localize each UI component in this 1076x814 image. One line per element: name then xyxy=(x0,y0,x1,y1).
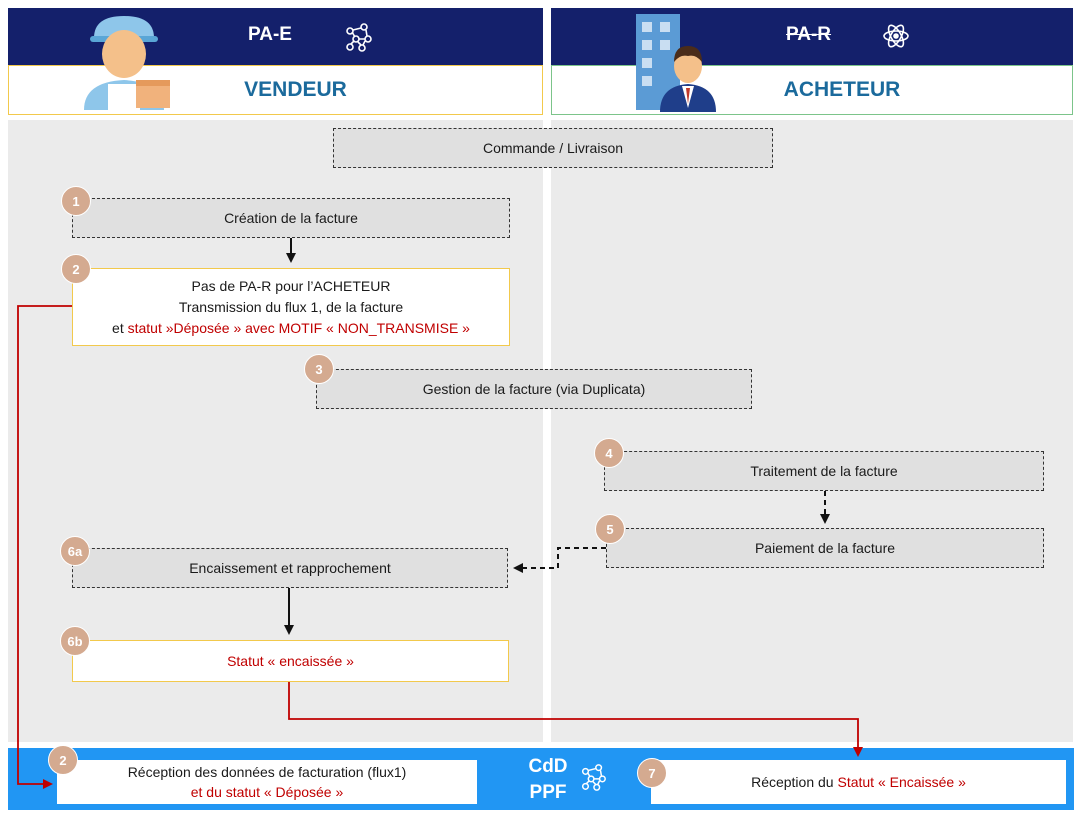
seller-avatar xyxy=(84,16,170,110)
step3-label: Gestion de la facture (via Duplicata) xyxy=(422,380,646,397)
seller-role-label: VENDEUR xyxy=(244,78,347,101)
step6a-box: Encaissement et rapprochement xyxy=(72,548,508,588)
buyer-avatar xyxy=(636,14,716,112)
step1-label: Création de la facture xyxy=(224,209,358,226)
ppf-title-line2: PPF xyxy=(529,782,567,803)
commande-livraison-label: Commande / Livraison xyxy=(482,139,624,156)
ppf-left-box: Réception des données de facturation (fl… xyxy=(57,760,477,804)
atom-icon xyxy=(883,24,909,48)
step4-badge: 4 xyxy=(594,438,624,468)
step2-badge: 2 xyxy=(61,254,91,284)
step5-box: Paiement de la facture xyxy=(606,528,1044,568)
step6b-badge: 6b xyxy=(60,626,90,656)
seller-platform-label: PA-E xyxy=(248,24,292,45)
ppf-left-line2: et du statut « Déposée » xyxy=(190,784,344,800)
arrow-step2-to-ppf xyxy=(17,305,72,789)
ppf-right-badge: 7 xyxy=(637,758,667,788)
step6b-label: Statut « encaissée » xyxy=(227,652,354,669)
step4-label: Traitement de la facture xyxy=(750,462,898,479)
commande-livraison-box: Commande / Livraison xyxy=(333,128,773,168)
arrow-step6b-to-ppf xyxy=(288,682,863,757)
step2-line1: Pas de PA-R pour l’ACHETEUR xyxy=(191,277,391,294)
buyer-role-label: ACHETEUR xyxy=(783,78,901,101)
step6a-badge: 6a xyxy=(60,536,90,566)
ppf-right-text: Réception du Statut « Encaissée » xyxy=(751,772,966,792)
step6b-box: Statut « encaissée » xyxy=(72,640,509,682)
step2-line3-status: statut »Déposée » avec MOTIF « NON_TRANS… xyxy=(127,319,470,336)
step3-box: Gestion de la facture (via Duplicata) xyxy=(316,369,752,409)
step4-box: Traitement de la facture xyxy=(604,451,1044,491)
step2-box: Pas de PA-R pour l’ACHETEUR Transmission… xyxy=(72,268,510,346)
step1-badge: 1 xyxy=(61,186,91,216)
ppf-right-prefix: Réception du xyxy=(751,774,838,790)
arrow-step5-to-step6a xyxy=(513,547,606,573)
ppf-title: CdD PPF xyxy=(518,754,578,806)
ppf-network-icon xyxy=(581,764,606,791)
step2-line2: Transmission du flux 1, de la facture xyxy=(178,298,404,315)
ppf-left-line1: Réception des données de facturation (fl… xyxy=(127,764,407,780)
ppf-title-line1: CdD xyxy=(528,756,568,777)
buyer-platform-label: PA-R xyxy=(786,24,832,45)
step3-badge: 3 xyxy=(304,354,334,384)
step2-line3-prefix: et xyxy=(112,319,128,336)
step6a-label: Encaissement et rapprochement xyxy=(189,559,391,576)
step5-badge: 5 xyxy=(595,514,625,544)
ppf-left-badge: 2 xyxy=(48,745,78,775)
ppf-right-status: Statut « Encaissée » xyxy=(837,774,966,790)
step2-line3: et statut »Déposée » avec MOTIF « NON_TR… xyxy=(112,318,470,339)
ppf-right-box: Réception du Statut « Encaissée » xyxy=(651,760,1066,804)
step5-label: Paiement de la facture xyxy=(754,539,896,556)
network-icon xyxy=(346,23,372,52)
step1-box: Création de la facture xyxy=(72,198,510,238)
buyer-lane xyxy=(551,120,1073,742)
